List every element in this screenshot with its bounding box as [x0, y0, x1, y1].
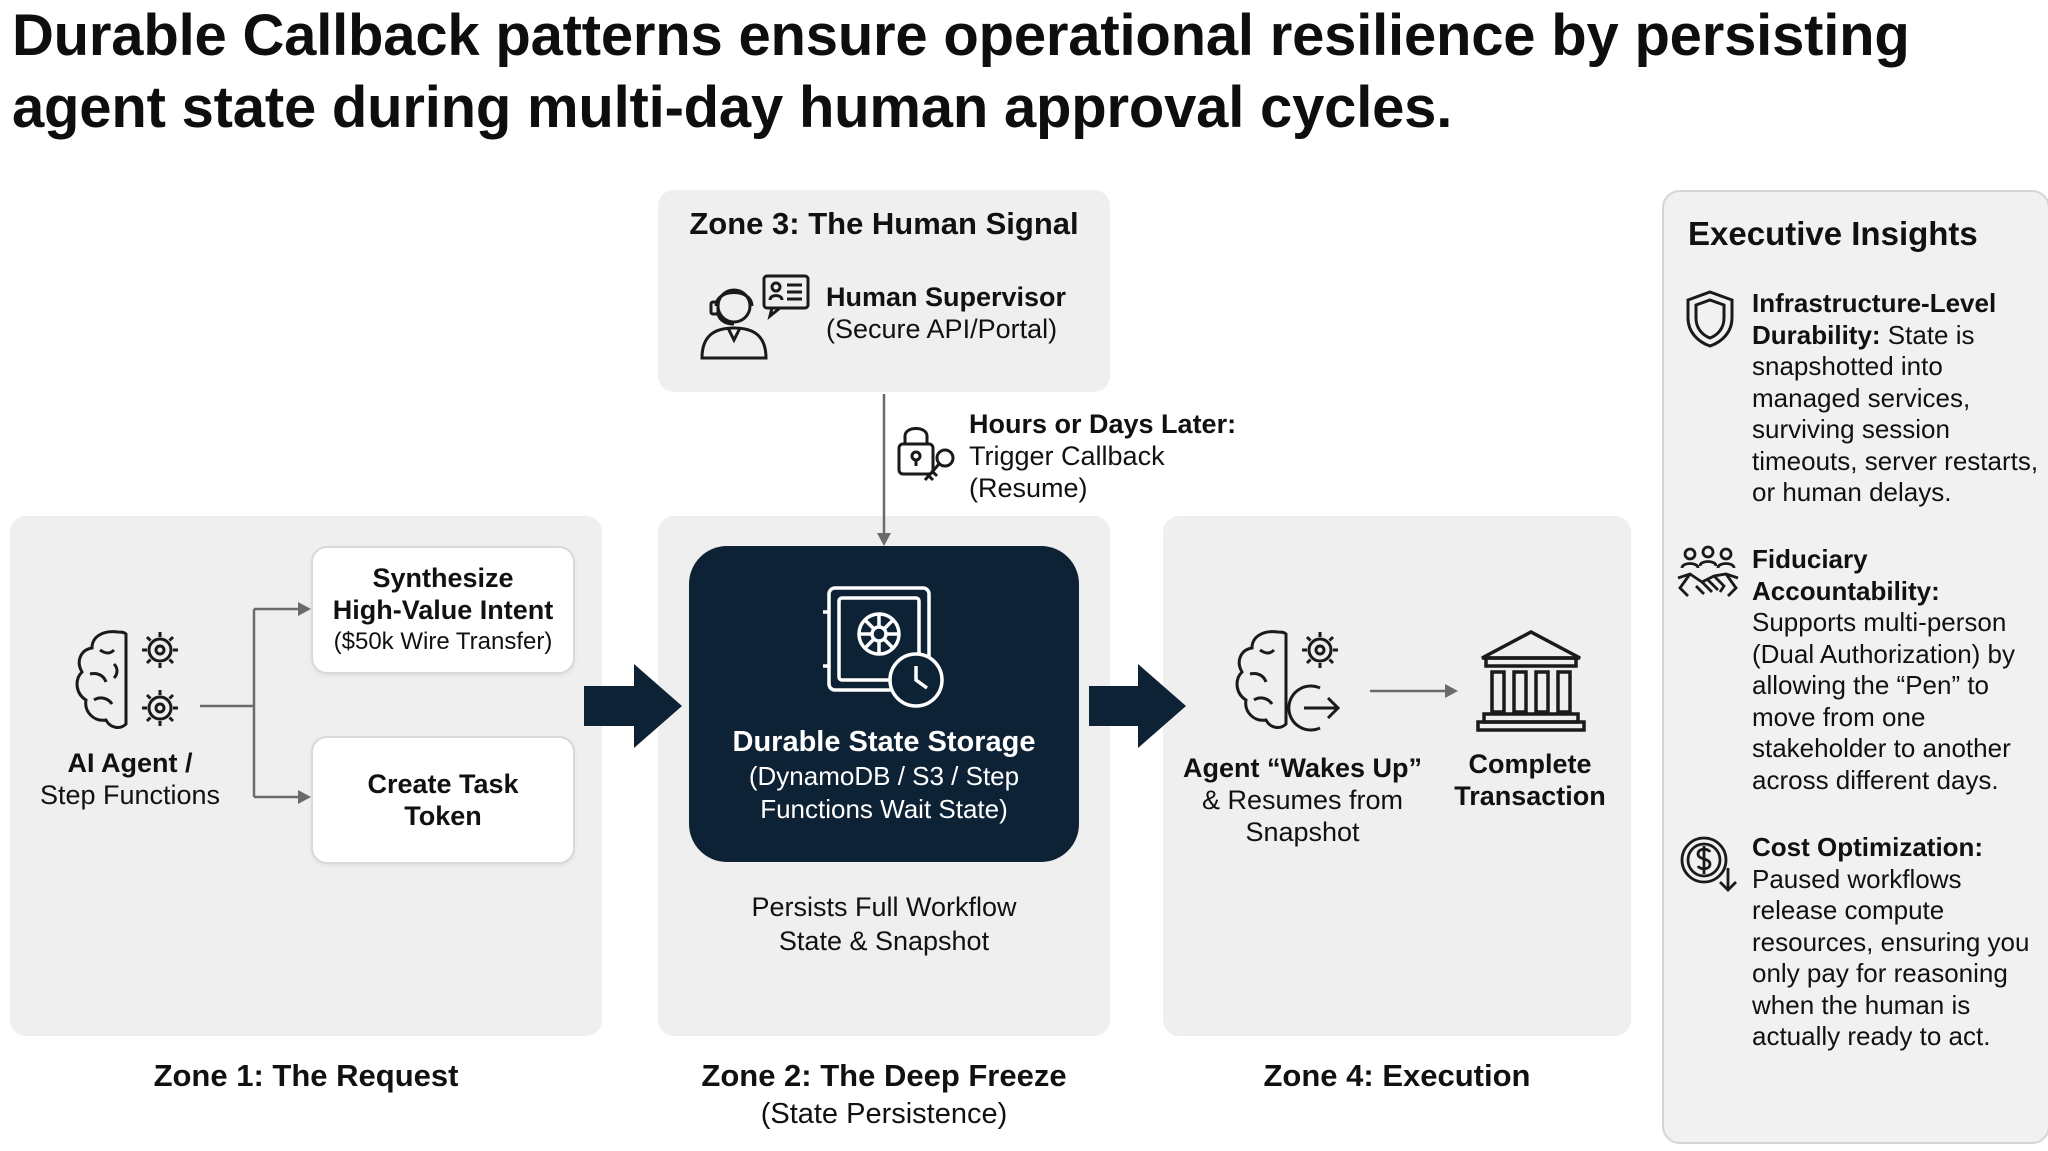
durable-state-storage-box: Durable State Storage (DynamoDB / S3 / S…: [689, 546, 1079, 862]
insight2-line: allowing the “Pen” to: [1752, 670, 1990, 700]
callback-annotation: Hours or Days Later: Trigger Callback (R…: [969, 408, 1249, 504]
insight3-line: Paused workflows: [1752, 863, 1962, 894]
complete-line1: Complete: [1468, 749, 1592, 779]
complete-transaction-label: Complete Transaction: [1430, 748, 1630, 812]
supervisor-subtitle: (Secure API/Portal): [826, 314, 1058, 344]
zone1-label: Zone 1: The Request: [153, 1058, 459, 1093]
card1-line2: High-Value Intent: [332, 595, 554, 625]
insight1-line: managed services,: [1752, 382, 1971, 413]
insight1-bold2: Durability:: [1752, 319, 1881, 350]
storage-line2: Functions Wait State): [760, 794, 1008, 824]
agent-wakes-line2: & Resumes from: [1201, 785, 1404, 815]
brain-gear-resume-icon: [1230, 624, 1360, 740]
agent-wakes-label: Agent “Wakes Up” & Resumes from Snapshot: [1170, 752, 1435, 848]
callback-line1: Trigger Callback: [969, 441, 1165, 471]
storage-title: Durable State Storage: [732, 726, 1036, 758]
storage-line1: (DynamoDB / S3 / Step: [748, 761, 1020, 791]
arrowhead-to-card2: [298, 790, 311, 804]
callback-title: Hours or Days Later:: [969, 409, 1237, 439]
coin-down-icon: [1678, 832, 1742, 896]
supervisor-title: Human Supervisor: [826, 282, 1067, 312]
safe-clock-icon: [821, 582, 951, 712]
persists-label: Persists Full Workflow State & Snapshot: [658, 890, 1110, 958]
callback-line2: (Resume): [969, 473, 1088, 503]
lock-key-icon: [895, 420, 961, 486]
arrowhead-to-storage: [877, 533, 891, 546]
big-arrow-zone1-to-zone2: [584, 664, 682, 748]
agent-wakes-line3: Snapshot: [1245, 817, 1360, 847]
storage-subtitle: (DynamoDB / S3 / Step Functions Wait Sta…: [689, 760, 1079, 826]
arrowhead-to-card1: [298, 602, 311, 616]
insight1-line: surviving session: [1752, 414, 1950, 444]
insight2-line: stakeholder to another: [1752, 733, 2011, 763]
insight1-bold1: Infrastructure-Level: [1752, 288, 1997, 318]
ai-agent-label: AI Agent / Step Functions: [20, 747, 240, 811]
insight2-line: (Dual Authorization) by: [1752, 638, 2016, 669]
handshake-icon: [1676, 544, 1740, 608]
insight2-bold1: Fiduciary: [1752, 544, 1868, 574]
executive-insights-panel: Executive Insights Infrastructure-Level …: [1662, 190, 2048, 1144]
insight2-line: Supports multi-person: [1752, 607, 2007, 637]
card2-line2: Token: [404, 801, 482, 831]
zone3-label: Zone 3: The Human Signal: [689, 206, 1079, 241]
insight2-bold2: Accountability:: [1752, 575, 1940, 606]
zone4-label: Zone 4: Execution: [1263, 1058, 1531, 1093]
insight-cost: Cost Optimization: Paused workflows rele…: [1752, 832, 2048, 1053]
bank-icon: [1476, 628, 1586, 732]
insight3-line: resources, ensuring you: [1752, 926, 2030, 957]
insight1-line: or human delays.: [1752, 477, 1952, 507]
shield-icon: [1682, 288, 1738, 350]
ai-agent-label-line2: Step Functions: [39, 780, 221, 810]
big-arrow-zone2-to-zone4: [1089, 664, 1186, 748]
insight1-text-first: State is: [1880, 319, 1975, 350]
ai-agent-label-line1: AI Agent /: [67, 748, 193, 778]
insight3-line: release compute: [1752, 895, 1945, 925]
persists-line2: State & Snapshot: [778, 926, 990, 956]
insights-heading: Executive Insights: [1688, 215, 1978, 252]
insight3-line: when the human is: [1752, 989, 1971, 1020]
title-text: Durable Callback patterns ensure operati…: [12, 3, 1910, 140]
create-task-token-card: Create Task Token: [311, 736, 575, 864]
supervisor-label: Human Supervisor (Secure API/Portal): [826, 281, 1096, 345]
card2-line1: Create Task: [367, 769, 519, 799]
insight-durability: Infrastructure-Level Durability: State i…: [1752, 288, 2048, 509]
insight3-line: actually ready to act.: [1752, 1021, 1991, 1051]
insight3-bold1: Cost Optimization:: [1752, 832, 1984, 862]
insight-accountability: Fiduciary Accountability: Supports multi…: [1752, 544, 2048, 796]
insight1-line: snapshotted into: [1752, 351, 1943, 381]
persists-line1: Persists Full Workflow: [751, 892, 1017, 922]
insight3-line: only pay for reasoning: [1752, 958, 2008, 988]
zone1-branch-connector: [200, 607, 302, 799]
zone2-sublabel: (State Persistence): [760, 1098, 1008, 1130]
supervisor-headset-icon: [694, 270, 814, 360]
insight1-line: timeouts, server restarts,: [1752, 445, 2039, 476]
zone4-panel: [1163, 516, 1631, 1036]
card1-line3: ($50k Wire Transfer): [333, 628, 553, 655]
agent-wakes-line1: Agent “Wakes Up”: [1182, 753, 1423, 783]
insight2-line: across different days.: [1752, 764, 1999, 795]
zone2-label: Zone 2: The Deep Freeze: [701, 1058, 1067, 1093]
complete-line2: Transaction: [1454, 781, 1606, 811]
brain-gears-icon: [70, 624, 190, 734]
insight2-line: move from one: [1752, 701, 1926, 732]
page-title: Durable Callback patterns ensure operati…: [12, 0, 2042, 144]
arrowhead-to-transaction: [1445, 684, 1458, 698]
synthesize-intent-card: Synthesize High-Value Intent ($50k Wire …: [311, 546, 575, 674]
card1-line1: Synthesize: [372, 563, 514, 593]
